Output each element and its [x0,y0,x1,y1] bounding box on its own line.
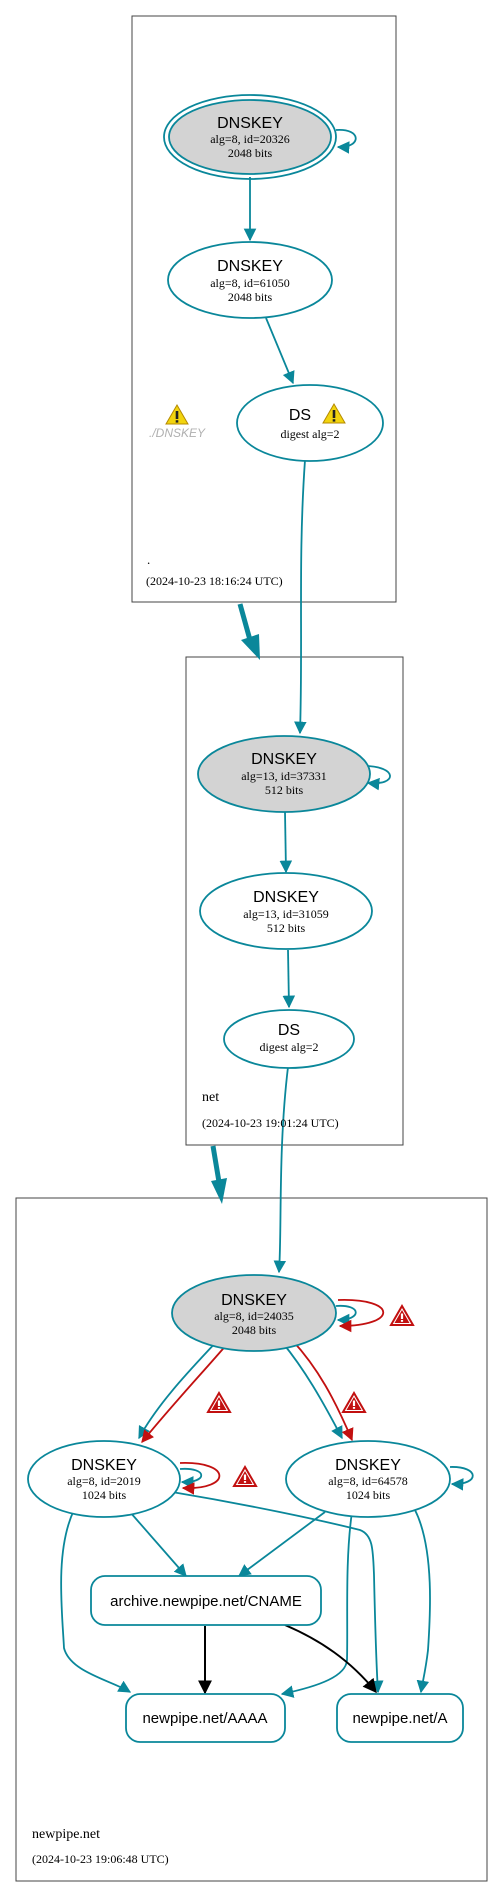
zone-net-name: net [202,1090,219,1105]
node-root-zsk[interactable]: DNSKEY alg=8, id=61050 2048 bits [167,241,333,319]
zone-root-name: . [147,552,150,567]
edge-np-ksk-self-teal [335,1305,357,1327]
node-net-ksk-title: DNSKEY [251,751,317,768]
node-np-zsk2[interactable]: DNSKEY alg=8, id=64578 1024 bits [285,1440,451,1518]
edge-root-zsk-to-ds [265,317,295,385]
edge-net-ksk-self [363,765,391,791]
node-np-ksk-line1: alg=8, id=24035 [214,1309,294,1323]
node-root-dnskey-ghost-label: ./DNSKEY [149,426,206,440]
error-triangle-icon [233,1466,257,1487]
node-net-ksk-line1: alg=13, id=37331 [241,769,327,783]
node-root-ds-line1: digest alg=2 [280,427,339,441]
node-net-zsk-line1: alg=13, id=31059 [243,907,329,921]
delegation-net-to-newpipe [210,1145,227,1204]
delegation-root-to-net [237,603,260,660]
node-np-a-label: newpipe.net/A [352,1710,447,1727]
zone-root-box [131,15,397,603]
edge-np-ksk-to-zsk2-red [291,1339,354,1442]
error-triangle-icon [342,1392,366,1413]
node-np-zsk2-title: DNSKEY [335,1457,401,1474]
node-np-zsk1-title: DNSKEY [71,1457,137,1474]
node-net-zsk-line2: 512 bits [267,921,306,935]
zone-newpipe-box [15,1197,488,1882]
edge-net-zsk-to-ds [282,949,296,1009]
node-np-cname[interactable]: archive.newpipe.net/CNAME [90,1575,322,1626]
node-np-ksk-title: DNSKEY [221,1292,287,1309]
edge-np-zsk2-to-aaaa [280,1511,353,1698]
error-triangle-icon [390,1305,414,1326]
node-net-ksk-line2: 512 bits [265,783,304,797]
node-root-ksk-line2: 2048 bits [228,146,273,160]
edge-np-zsk1-self-teal [179,1468,202,1489]
edge-np-ksk-to-zsk1-red [141,1342,229,1443]
edge-np-ksk-self-red [337,1299,384,1333]
zone-newpipe-timestamp: (2024-10-23 19:06:48 UTC) [32,1852,169,1866]
zone-newpipe-name: newpipe.net [32,1827,100,1842]
node-net-zsk[interactable]: DNSKEY alg=13, id=31059 512 bits [199,872,373,950]
node-np-aaaa[interactable]: newpipe.net/AAAA [125,1693,286,1743]
edge-np-ksk-to-zsk1-teal [138,1339,219,1440]
node-root-zsk-line1: alg=8, id=61050 [210,276,290,290]
edge-net-ds-to-newpipe-ksk [273,1066,289,1274]
node-root-dnskey-ghost: ./DNSKEY [149,404,206,440]
edge-np-zsk1-to-aaaa [60,1509,132,1693]
edge-np-ksk-to-zsk2-teal [281,1341,343,1440]
node-np-zsk1-line2: 1024 bits [82,1488,127,1502]
node-np-zsk2-line1: alg=8, id=64578 [328,1474,408,1488]
node-net-ds-title: DS [278,1022,300,1039]
node-np-zsk2-line2: 1024 bits [346,1488,391,1502]
edge-net-ksk-to-zsk [279,811,293,874]
edge-np-zsk2-to-a [414,1509,431,1694]
error-triangle-icon [207,1392,231,1413]
edge-np-zsk2-self [449,1466,474,1491]
node-root-ksk-title: DNSKEY [217,115,283,132]
node-net-ksk[interactable]: DNSKEY alg=13, id=37331 512 bits [197,735,371,813]
node-np-ksk-line2: 2048 bits [232,1323,277,1337]
edge-np-zsk1-to-a [171,1491,384,1694]
node-net-ds-line1: digest alg=2 [259,1040,318,1054]
zone-root-timestamp: (2024-10-23 18:16:24 UTC) [146,574,283,588]
node-np-zsk1-line1: alg=8, id=2019 [67,1474,141,1488]
node-np-zsk1[interactable]: DNSKEY alg=8, id=2019 1024 bits [27,1440,181,1518]
edge-np-zsk1-self-red [179,1462,221,1495]
node-net-ds[interactable]: DS digest alg=2 [223,1009,355,1069]
edge-root-ksk-self [335,129,357,154]
node-np-aaaa-label: newpipe.net/AAAA [142,1710,267,1727]
node-np-cname-label: archive.newpipe.net/CNAME [110,1593,302,1610]
edge-np-zsk2-to-cname [237,1511,326,1577]
zone-net-timestamp: (2024-10-23 19:01:24 UTC) [202,1116,339,1130]
warning-triangle-icon [165,404,189,425]
node-root-ds-title: DS [289,407,311,424]
edge-np-zsk1-to-cname [129,1511,187,1577]
zone-net-box [185,656,404,1146]
node-net-zsk-title: DNSKEY [253,889,319,906]
node-root-ksk[interactable]: DNSKEY alg=8, id=20326 2048 bits [163,94,337,180]
edge-np-cname-to-a [284,1624,377,1694]
node-root-ds[interactable]: DS digest alg=2 [236,384,384,462]
node-root-zsk-title: DNSKEY [217,258,283,275]
edge-root-ds-to-net-ksk [294,459,307,735]
node-np-ksk[interactable]: DNSKEY alg=8, id=24035 2048 bits [171,1274,337,1352]
node-root-ksk-line1: alg=8, id=20326 [210,132,290,146]
node-np-a[interactable]: newpipe.net/A [336,1693,464,1743]
node-root-zsk-line2: 2048 bits [228,290,273,304]
